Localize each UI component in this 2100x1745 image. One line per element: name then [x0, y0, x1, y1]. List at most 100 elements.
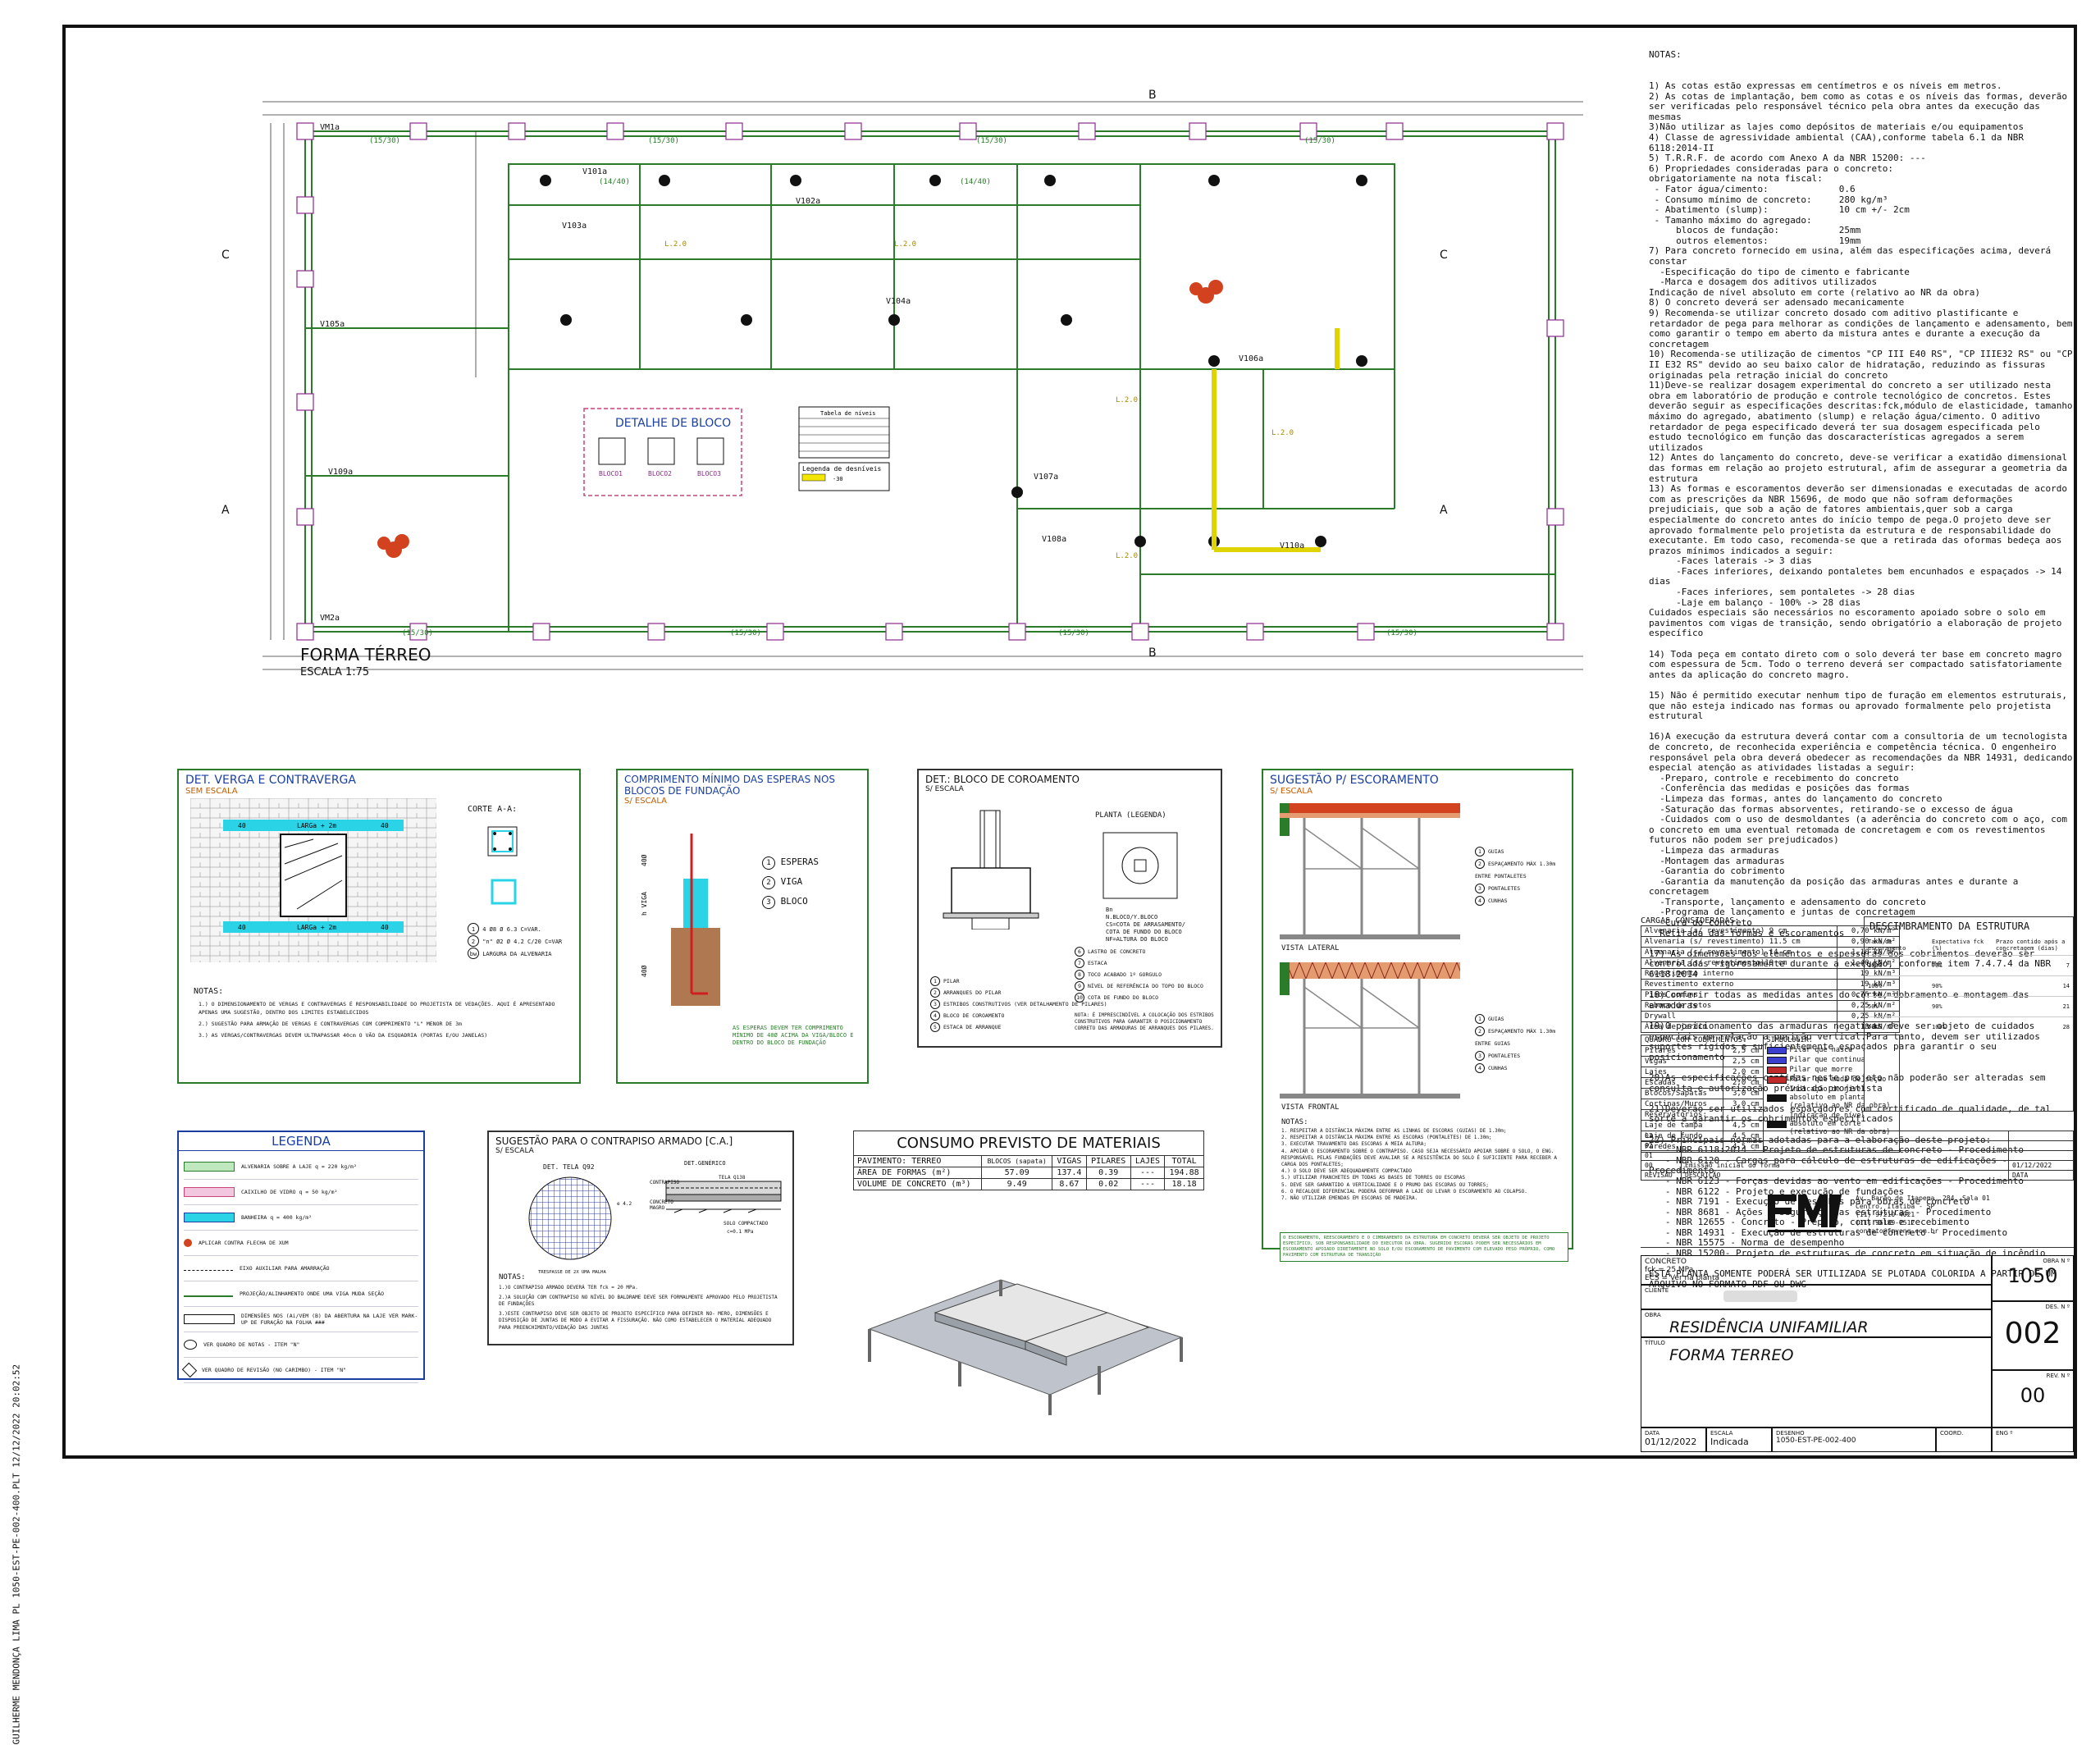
- note-item: -Faces inferiores, deixando pontaletes b…: [1649, 565, 2067, 587]
- coord-label: COORD.: [1940, 1430, 1964, 1437]
- consumo-pavimento: PAVIMENTO: TERREO: [852, 1155, 983, 1167]
- note-item: -Cura do concreto: [1649, 917, 1752, 929]
- verga-nota: 3.) AS VERGAS/CONTRAVERGAS DEVEM ULTRAPA…: [199, 1032, 488, 1039]
- beam-label: V103a: [562, 222, 587, 231]
- det-bloco-subtitle: S/ ESCALA: [925, 785, 964, 793]
- revision-number: 00: [1641, 1160, 1682, 1171]
- rev-col-data: DATA: [2008, 1170, 2074, 1181]
- rev-n-label: REV. N º: [2046, 1373, 2070, 1379]
- consumo-value: ---: [1130, 1167, 1166, 1179]
- note-item: -Preparo, controle e recebimento do conc…: [1649, 772, 1899, 783]
- vista-lateral-drawing: [1280, 803, 1460, 939]
- beam-label: V105a: [320, 320, 345, 329]
- consumo-section: CONSUMO PREVISTO DE MATERIAIS PAVIMENTO:…: [852, 1131, 1204, 1190]
- escoramento-disclaimer: O ESCORAMENTO, REESCORAMENTO E O CIMBRAM…: [1280, 1232, 1568, 1262]
- note-item: -Laje em balanço - 100% -> 28 dias: [1649, 596, 1861, 608]
- cobrimento-item: Cortinas/Muros: [1641, 1099, 1723, 1110]
- descimbramento-prazo: 7: [2066, 962, 2070, 969]
- legend-number-icon: 2: [930, 988, 940, 998]
- comprimento-dim: h VIGA: [641, 892, 648, 916]
- descimbramento-fck: 70%: [1932, 962, 1942, 969]
- descimbramento-taxa: 100%: [1868, 962, 1882, 969]
- legenda-item: DIMENSÕES NOS (Ai/VEM (B) DA ABERTURA NA…: [184, 1307, 418, 1332]
- beam-section: (15/30): [402, 629, 433, 637]
- planta-info-line: NF=ALTURA DO BLOCO: [1106, 936, 1168, 943]
- consumo-label: ÁREA DE FORMAS (m²): [852, 1167, 983, 1179]
- planta-info-line: CS=COTA DE ARRASAMENTO/: [1106, 921, 1185, 928]
- beam-section: (15/30): [730, 629, 761, 637]
- legend-number-icon: 3: [1475, 884, 1485, 893]
- det-generico-label: DET.GENÉRICO: [684, 1160, 726, 1167]
- cargas-item: Drywall: [1641, 1011, 1838, 1022]
- escala-label: ESCALA: [1710, 1430, 1733, 1437]
- legend-number-icon: 1: [1475, 1014, 1485, 1024]
- note-item: 1) As cotas estão expressas em centímetr…: [1649, 80, 2002, 91]
- revision-number: 01: [1641, 1150, 1682, 1161]
- revision-date: 01/12/2022: [2008, 1160, 2074, 1171]
- note-item: -Programa de lançamento e juntas de conc…: [1649, 907, 1915, 918]
- bloco-item: BLOCO3: [697, 470, 721, 477]
- escora-legend-text: GUIAS: [1488, 1016, 1504, 1022]
- descimbramento-row: 100% 70% 7: [1865, 955, 2073, 975]
- solo-label: SOLO COMPACTADO: [724, 1221, 769, 1227]
- consumo-value: 0.39: [1085, 1167, 1131, 1179]
- cobrimento-value: 3,0 cm: [1722, 1088, 1764, 1099]
- simbologia-row: Pilar que morre: [1764, 1065, 1899, 1075]
- escora-legend-text: GUIAS: [1488, 848, 1504, 855]
- escora-legend-text: CUNHAS: [1488, 1065, 1508, 1071]
- bloco-legend-text: LASTRO DE CONCRETO: [1088, 948, 1146, 955]
- escora-nota: 1. RESPEITAR A DISTÂNCIA MÁXIMA ENTRE AS…: [1281, 1128, 1507, 1134]
- corte-drawing: [487, 826, 518, 905]
- slab-label: L.2.0: [664, 240, 687, 249]
- cobrimento-value: 2,5 cm: [1722, 1056, 1764, 1067]
- note-item: 8) O concreto deverá ser adensado mecani…: [1649, 297, 1905, 308]
- desenho-label: DESENHO: [1776, 1430, 1805, 1437]
- comprimento-item: ESPERAS: [780, 857, 819, 867]
- descimbramento-taxa: 100%: [1868, 983, 1882, 989]
- concreto-magro-label: CONCRETO MAGRO: [650, 1199, 673, 1211]
- descimbramento-taxa: 50%: [1868, 1024, 1879, 1030]
- company-phone2: (11) 96189-7512: [1856, 1219, 1915, 1227]
- contrapiso-panel: SUGESTÃO PARA O CONTRAPISO ARMADO [C.A.]…: [487, 1131, 794, 1345]
- planta-info-line: N.BLOCO/Y.BLOCO: [1106, 914, 1158, 920]
- comprimento-note: AS ESPERAS DEVEM TER COMPRIMENTO MÍNIMO …: [733, 1025, 854, 1046]
- legenda-text: APLICAR CONTRA FLECHA DE XUM: [199, 1240, 289, 1246]
- legend-number-icon: 10: [1075, 993, 1084, 1003]
- bloco-legend-text: PILAR: [943, 978, 960, 984]
- bloco-legend-text: NÍVEL DE REFERÊNCIA DO TOPO DO BLOCO: [1088, 983, 1203, 989]
- data-label: DATA: [1645, 1430, 1660, 1437]
- descimbramento-row: 50%90%21: [1865, 996, 2073, 1016]
- consumo-title: CONSUMO PREVISTO DE MATERIAIS: [853, 1131, 1204, 1156]
- legenda-text: EIXO AUXILIAR PARA AMARRAÇÃO: [240, 1265, 330, 1272]
- section-label-a-left: A: [221, 504, 230, 517]
- legenda-symbol: [181, 1362, 198, 1378]
- escora-legend-text: CUNHAS: [1488, 898, 1508, 904]
- drawing-sheet: [62, 25, 2077, 1459]
- revision-date: [2008, 1150, 2074, 1161]
- cobrimento-value: [1722, 1109, 1764, 1121]
- note-item: 6) Propriedades consideradas para o conc…: [1649, 162, 1894, 174]
- legenda-symbol: [184, 1162, 235, 1172]
- det-tela-label: DET. TELA Q92: [543, 1163, 595, 1171]
- notes-header: NOTAS:: [1649, 49, 1682, 61]
- legenda-symbol: [184, 1239, 192, 1247]
- legenda-item: CAIXILHO DE VIDRO q = 50 kg/m²: [184, 1180, 418, 1205]
- cobrimento-item: Escadas: [1641, 1077, 1723, 1089]
- title-block: CONCRETO fck = 25 MPa ECS = Ver na plant…: [1641, 1255, 2074, 1455]
- section-label-b-bottom: B: [1148, 646, 1157, 660]
- consumo-value: 9.49: [981, 1178, 1053, 1190]
- note-item: -Faces laterais -> 3 dias: [1649, 555, 1812, 567]
- descimbramento-fck: 100%: [1932, 1024, 1946, 1030]
- note-item: - Abatimento (slump): 10 cm +/- 2cm: [1649, 204, 1910, 216]
- consumo-value: 137.4: [1052, 1167, 1087, 1179]
- escoramento-title: SUGESTÃO P/ ESCORAMENTO: [1270, 774, 1439, 787]
